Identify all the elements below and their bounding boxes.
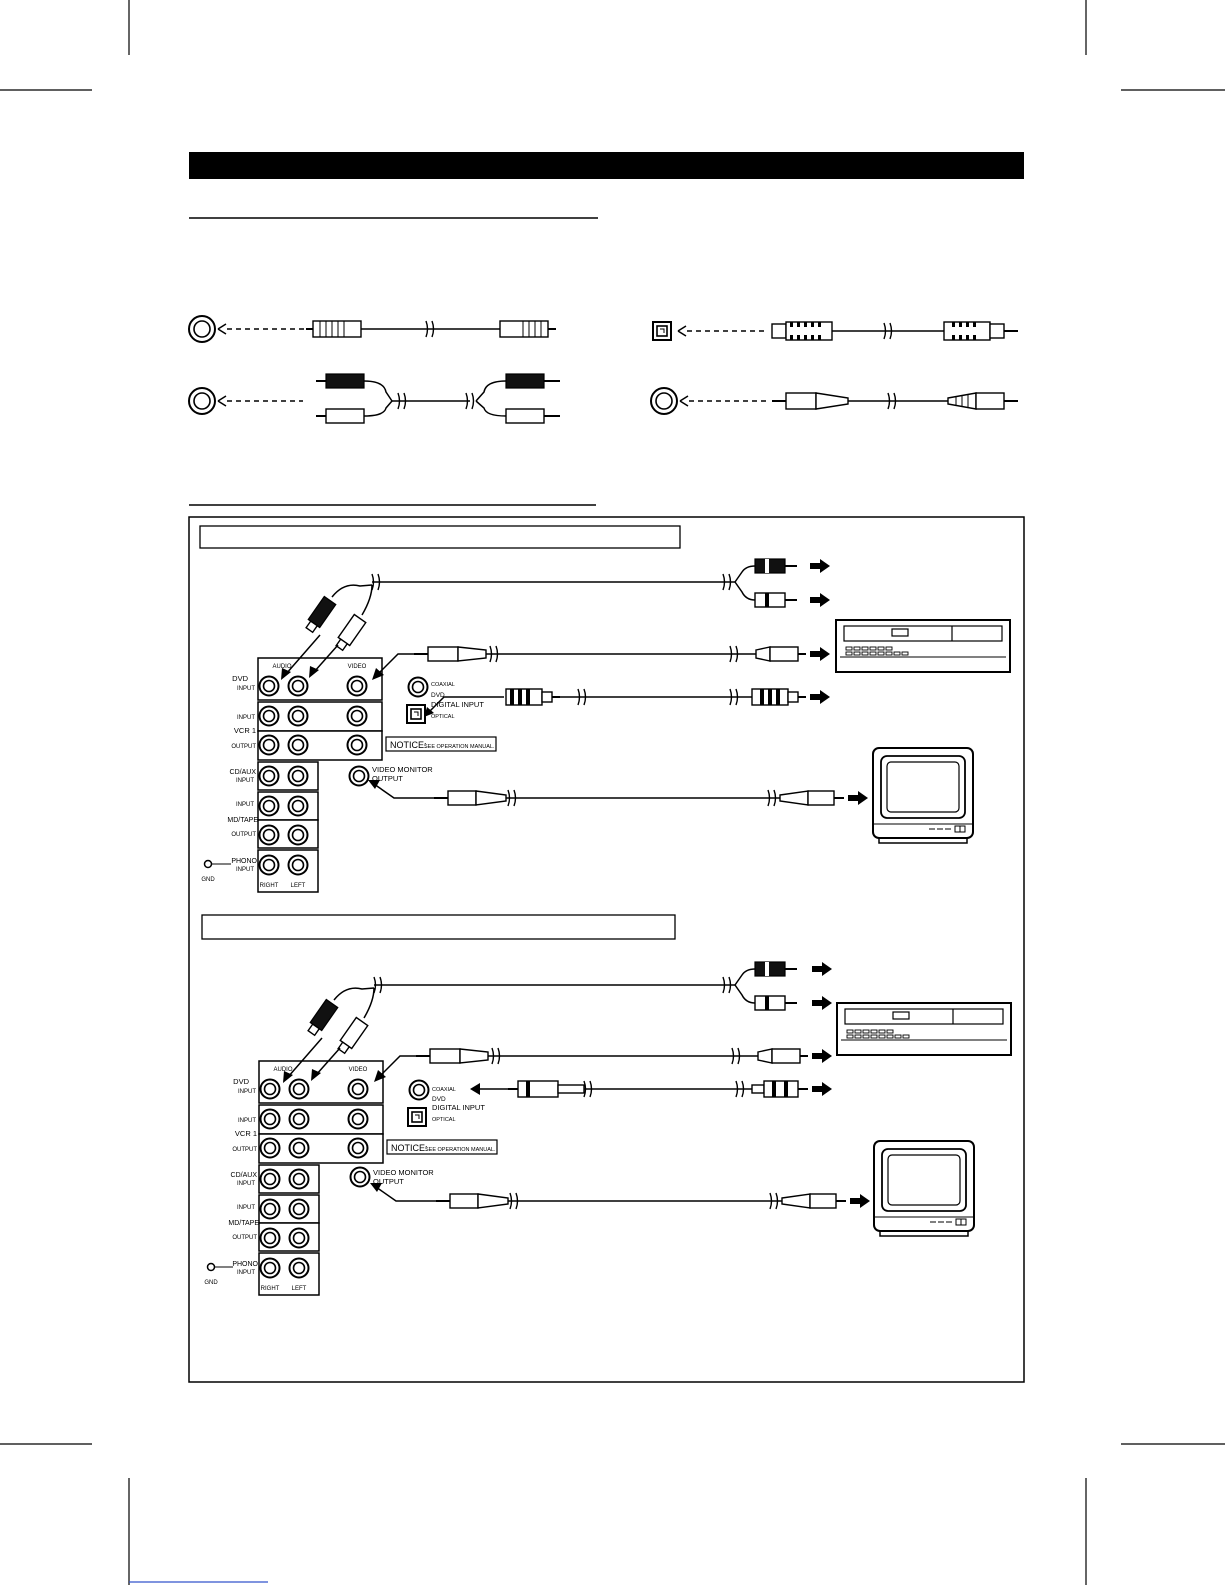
- video-label: VIDEO: [349, 1067, 368, 1073]
- optical-port-icon: [406, 704, 426, 724]
- video-monitor-output-jack: [348, 765, 370, 787]
- dvd-audio-left-jack: [288, 1078, 310, 1100]
- md-tape-input-label: INPUT: [236, 802, 254, 808]
- cd-aux-input-label: INPUT: [237, 1181, 255, 1187]
- video-monitor-output-jack: [349, 1166, 371, 1188]
- coaxial-jack: [407, 676, 429, 698]
- monitor-cable-1: [368, 747, 974, 844]
- optical-port-icon: [652, 321, 672, 341]
- diagram-2-caption-box: [201, 914, 676, 940]
- legend-video-cable: [188, 315, 556, 343]
- dvd-label: DVD: [232, 674, 248, 683]
- notice-sub-label: SEE OPERATION MANUAL.: [424, 744, 495, 750]
- phono-label: PHONO: [232, 1261, 258, 1268]
- dvd-input-label: INPUT: [238, 1089, 256, 1095]
- receiver-rear-panel: DVD INPUT AUDIO VIDEO INPUT VCR 1 OUTPUT…: [204, 1060, 498, 1296]
- coaxial-jack: [408, 1079, 430, 1101]
- diagram-1: DVD INPUT AUDIO VIDEO INPUT VCR 1 OUTPUT…: [201, 558, 1011, 893]
- video-cable-1: [372, 619, 1011, 680]
- notice-sub-label: SEE OPERATION MANUAL.: [425, 1147, 496, 1153]
- video-monitor-label: VIDEO MONITOR: [372, 765, 433, 774]
- legend-audio-cable: [188, 373, 560, 424]
- optical-label: OPTICAL: [431, 714, 455, 720]
- video-cable-2: [374, 1047, 832, 1082]
- dvd-video-jack: [347, 1078, 369, 1100]
- vcr1-label: VCR 1: [234, 726, 256, 735]
- phono-input-label: INPUT: [236, 867, 254, 873]
- ground-terminal-icon: [206, 1262, 216, 1272]
- cd-aux-label: CD/AUX: [230, 769, 257, 776]
- tv-monitor-icon: [873, 1140, 975, 1237]
- vcr1-input-label: INPUT: [238, 1118, 256, 1124]
- round-jack-icon: [188, 315, 216, 343]
- audio-cable-1: [281, 558, 830, 680]
- vcr1-label: VCR 1: [235, 1129, 257, 1138]
- diagram-1-caption-box: [199, 525, 681, 549]
- monitor-cable-2: [370, 1140, 975, 1237]
- cd-aux-label: CD/AUX: [231, 1172, 258, 1179]
- coaxial-cable-2: [470, 1080, 832, 1098]
- round-jack-icon: [188, 387, 216, 415]
- vcr1-output-label: OUTPUT: [231, 744, 256, 750]
- dvd-audio-right-jack: [258, 675, 280, 697]
- round-jack-icon: [650, 387, 678, 415]
- right-label: RIGHT: [260, 883, 279, 889]
- digital-input-label: DIGITAL INPUT: [431, 700, 484, 709]
- video-monitor-label: VIDEO MONITOR: [373, 1168, 434, 1177]
- md-tape-output-label: OUTPUT: [232, 1235, 257, 1241]
- phono-label: PHONO: [231, 858, 257, 865]
- video-monitor-output-label: OUTPUT: [373, 1177, 404, 1186]
- vcr-device-icon: [836, 1002, 1012, 1056]
- audio-label: AUDIO: [273, 1067, 292, 1073]
- connection-frame: [188, 516, 1025, 1383]
- dvd-audio-right-jack: [259, 1078, 281, 1100]
- section-header-bar: [189, 152, 1024, 179]
- video-label: VIDEO: [348, 664, 367, 670]
- md-tape-label: MD/TAPE: [227, 817, 258, 824]
- dvd-input-label: INPUT: [237, 686, 255, 692]
- optical-port-icon: [407, 1107, 427, 1127]
- dvd-digital-label: DVD: [431, 692, 445, 699]
- md-tape-label: MD/TAPE: [228, 1220, 259, 1227]
- legend-coaxial-cable: [650, 387, 1018, 415]
- notice-label: NOTICE:: [390, 740, 427, 750]
- dvd-audio-left-jack: [287, 675, 309, 697]
- legend-optical-cable: [652, 321, 1018, 341]
- optical-cable-1: [424, 688, 830, 717]
- vcr1-input-label: INPUT: [237, 715, 255, 721]
- dvd-digital-label: DVD: [432, 1096, 446, 1103]
- dvd-video-jack: [346, 675, 368, 697]
- video-monitor-output-label: OUTPUT: [372, 774, 403, 783]
- vcr-device-icon: [835, 619, 1011, 673]
- dvd-label: DVD: [233, 1077, 249, 1086]
- receiver-rear-panel: DVD INPUT AUDIO VIDEO INPUT VCR 1 OUTPUT…: [201, 657, 497, 893]
- audio-cable-2: [283, 961, 1012, 1083]
- md-tape-input-label: INPUT: [237, 1205, 255, 1211]
- gnd-label: GND: [201, 877, 215, 883]
- left-label: LEFT: [291, 883, 306, 889]
- coaxial-label: COAXIAL: [431, 682, 455, 688]
- gnd-label: GND: [204, 1280, 218, 1286]
- md-tape-output-label: OUTPUT: [231, 832, 256, 838]
- cd-aux-input-label: INPUT: [236, 778, 254, 784]
- right-label: RIGHT: [261, 1286, 280, 1292]
- digital-input-label: DIGITAL INPUT: [432, 1103, 485, 1112]
- cable-legend: [188, 315, 1018, 424]
- coaxial-label: COAXIAL: [432, 1087, 456, 1093]
- vcr1-output-label: OUTPUT: [232, 1147, 257, 1153]
- optical-label: OPTICAL: [432, 1117, 456, 1123]
- diagram-2: DVD INPUT AUDIO VIDEO INPUT VCR 1 OUTPUT…: [204, 961, 1012, 1296]
- ground-terminal-icon: [203, 859, 213, 869]
- left-label: LEFT: [292, 1286, 307, 1292]
- audio-label: AUDIO: [272, 664, 291, 670]
- tv-monitor-icon: [872, 747, 974, 844]
- notice-label: NOTICE:: [391, 1143, 428, 1153]
- phono-input-label: INPUT: [237, 1270, 255, 1276]
